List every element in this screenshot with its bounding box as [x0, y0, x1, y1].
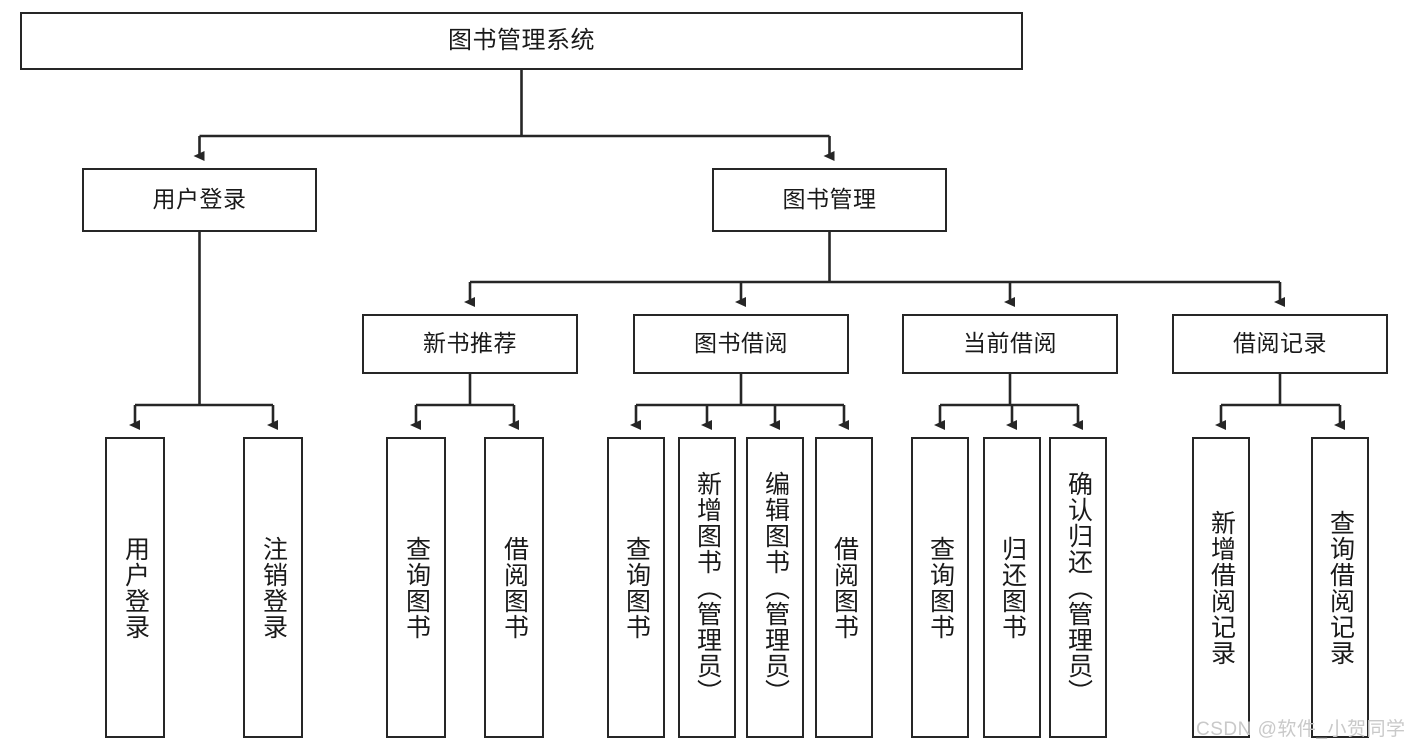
watermark-text: CSDN @软件_小贺同学: [1196, 719, 1405, 740]
node-label: 确认归还（管理员）: [1064, 470, 1093, 705]
node-leaf-user-login[interactable]: 用户登录: [105, 437, 165, 738]
node-label: 当前借阅: [963, 330, 1057, 357]
node-label: 查询图书: [926, 535, 955, 640]
node-label: 注销登录: [259, 535, 288, 640]
node-user-login[interactable]: 用户登录: [82, 168, 317, 232]
node-leaf-query-book-borrow[interactable]: 查询图书: [607, 437, 665, 738]
node-label: 新增借阅记录: [1207, 509, 1236, 666]
node-leaf-query-book-cur[interactable]: 查询图书: [911, 437, 969, 738]
node-leaf-query-book-rec[interactable]: 查询图书: [386, 437, 446, 738]
node-leaf-edit-book[interactable]: 编辑图书（管理员）: [746, 437, 804, 738]
node-new-book-rec[interactable]: 新书推荐: [362, 314, 578, 374]
node-label: 图书管理: [782, 186, 877, 213]
node-label: 借阅图书: [500, 535, 529, 640]
node-book-manage[interactable]: 图书管理: [712, 168, 947, 232]
node-label: 归还图书: [998, 535, 1027, 640]
node-leaf-confirm-return[interactable]: 确认归还（管理员）: [1049, 437, 1107, 738]
node-leaf-query-record[interactable]: 查询借阅记录: [1311, 437, 1369, 738]
node-label: 用户登录: [152, 186, 247, 213]
node-label: 查询图书: [622, 535, 651, 640]
node-leaf-borrow-book-rec[interactable]: 借阅图书: [484, 437, 544, 738]
node-label: 借阅记录: [1233, 330, 1327, 357]
node-leaf-user-logout[interactable]: 注销登录: [243, 437, 303, 738]
node-leaf-add-book[interactable]: 新增图书（管理员）: [678, 437, 736, 738]
node-label: 新增图书（管理员）: [693, 470, 722, 705]
node-book-borrow[interactable]: 图书借阅: [633, 314, 849, 374]
node-label: 借阅图书: [830, 535, 859, 640]
node-leaf-borrow-book[interactable]: 借阅图书: [815, 437, 873, 738]
node-current-borrow[interactable]: 当前借阅: [902, 314, 1118, 374]
node-label: 图书管理系统: [448, 26, 595, 54]
node-leaf-return-book[interactable]: 归还图书: [983, 437, 1041, 738]
node-label: 用户登录: [121, 535, 150, 640]
node-label: 编辑图书（管理员）: [761, 470, 790, 705]
node-label: 新书推荐: [423, 330, 517, 357]
node-root[interactable]: 图书管理系统: [20, 12, 1023, 70]
node-label: 查询图书: [402, 535, 431, 640]
node-leaf-add-record[interactable]: 新增借阅记录: [1192, 437, 1250, 738]
node-label: 查询借阅记录: [1326, 509, 1355, 666]
node-label: 图书借阅: [694, 330, 788, 357]
node-borrow-record[interactable]: 借阅记录: [1172, 314, 1388, 374]
